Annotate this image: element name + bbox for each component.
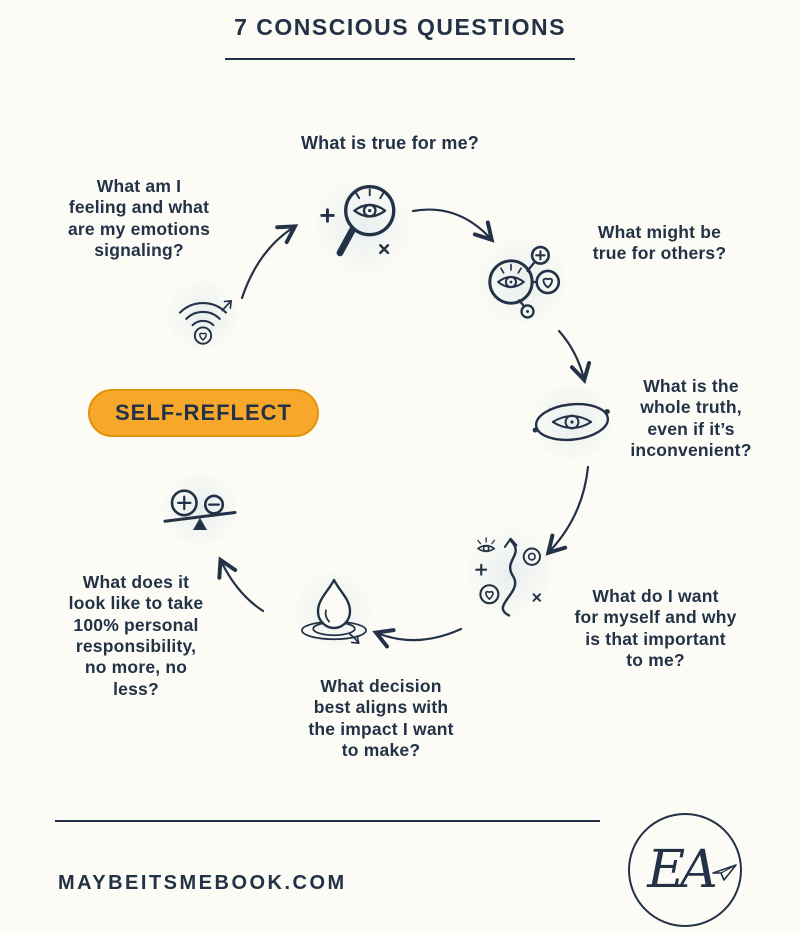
page-title: 7 CONSCIOUS QUESTIONS	[234, 14, 566, 40]
question-decision-impact: What decision best aligns with the impac…	[308, 676, 454, 761]
ea-monogram: EA	[647, 840, 717, 900]
question-true-for-others: What might be true for others?	[592, 222, 727, 264]
self-reflect-label: SELF-REFLECT	[88, 389, 319, 437]
balance-scale-icon	[156, 474, 244, 544]
water-drop-ripple-icon	[294, 572, 374, 648]
flow-arrow	[372, 627, 463, 649]
question-responsibility: What does it look like to take 100% pers…	[68, 572, 204, 699]
question-want-for-myself: What do I want for myself and why is tha…	[574, 586, 737, 671]
flow-arrow	[411, 208, 495, 243]
connected-perspectives-icon	[476, 236, 568, 328]
flow-arrow	[240, 224, 299, 300]
magnifier-eye-icon	[315, 176, 411, 277]
flow-arrow	[545, 465, 590, 556]
paper-plane-icon	[712, 864, 737, 881]
orbit-eye-icon	[524, 386, 620, 458]
ea-logo: EA	[628, 813, 742, 927]
website-link[interactable]: MAYBEITSMEBOOK.COM	[58, 872, 347, 894]
flow-arrow	[557, 329, 592, 384]
question-emotions: What am I feeling and what are my emotio…	[67, 176, 211, 261]
question-whole-truth: What is the whole truth, even if it’s in…	[630, 376, 752, 461]
title-underline	[225, 58, 575, 60]
footer-divider	[55, 820, 600, 822]
signal-heart-icon	[166, 280, 240, 352]
winding-path-icon	[468, 524, 550, 622]
question-true-for-me: What is true for me?	[300, 133, 479, 153]
